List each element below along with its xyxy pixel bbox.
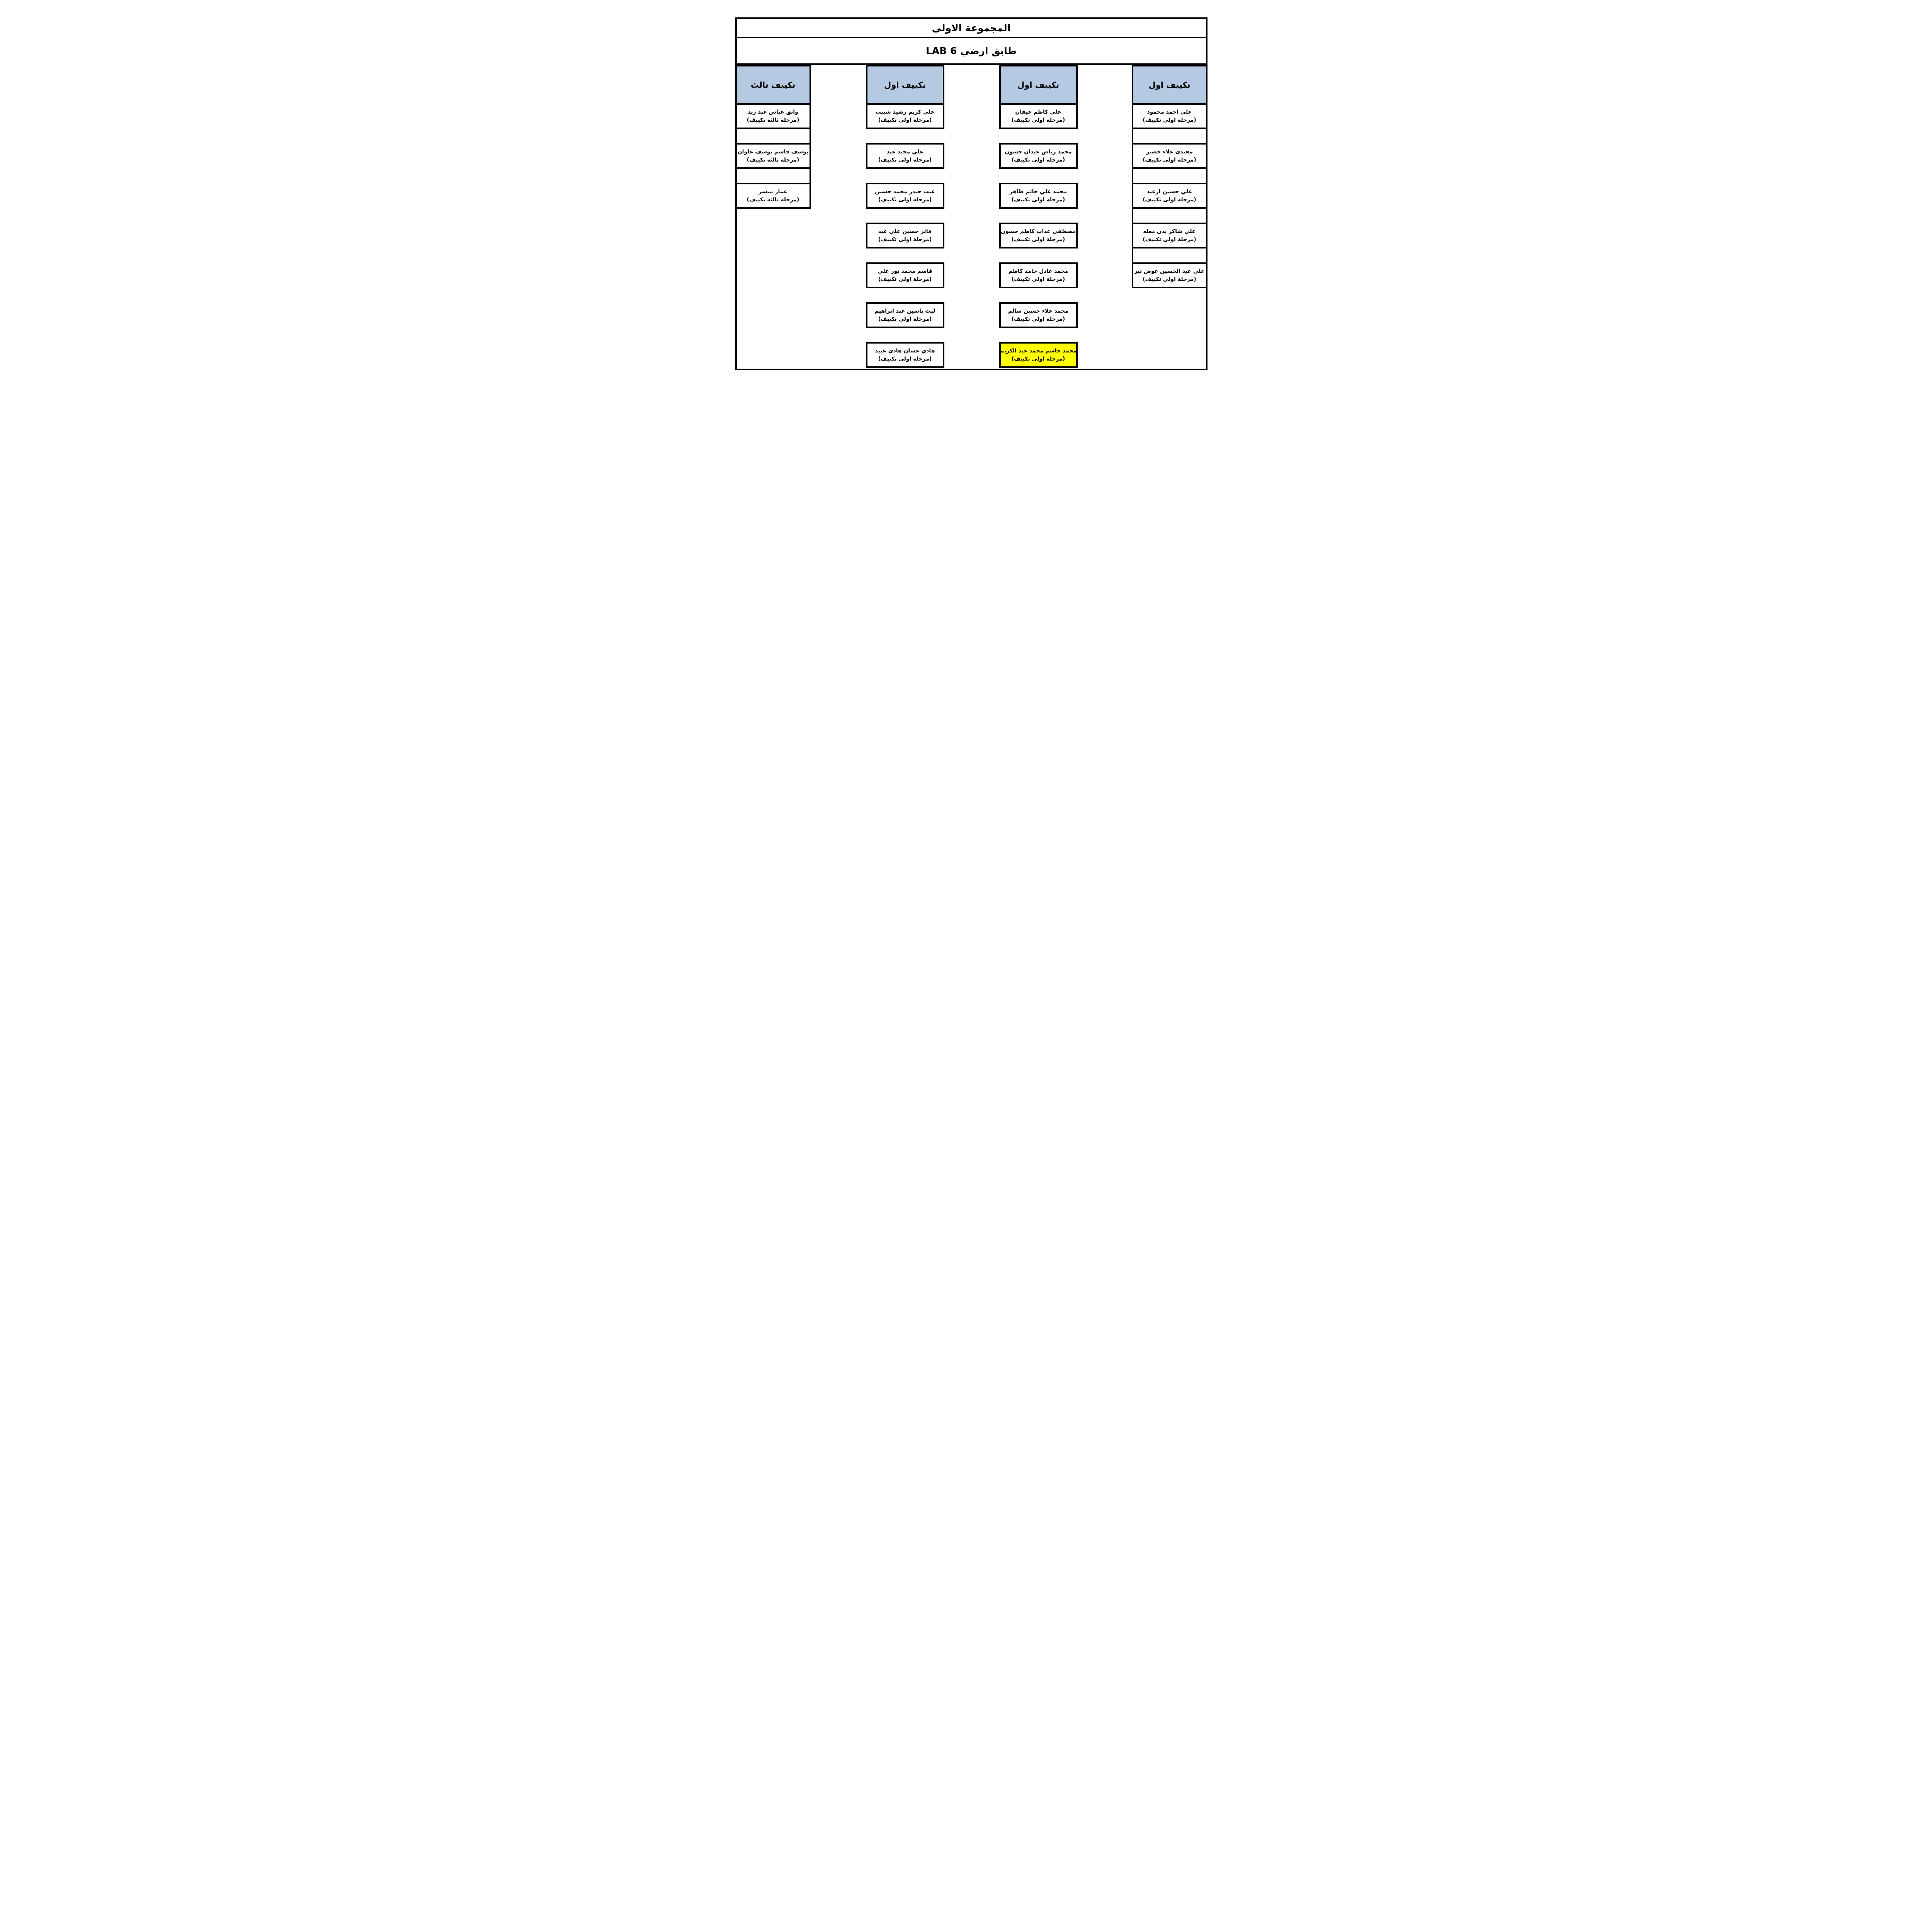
student-name: ليث ياسين عبد ابراهيم (874, 308, 935, 315)
student-name: علي كريم رشيد شبيب (875, 109, 935, 116)
student-stage: (مرحلة اولى تكييف) (1011, 356, 1065, 362)
student-cell: محمد علاء حسين سالم (مرحلة اولى تكييف) (999, 302, 1078, 328)
group-title: المجموعة الاولى (932, 22, 1011, 34)
student-name: هادي غسان هادي عبيد (875, 348, 935, 354)
column-header: تكييف اول (999, 65, 1078, 105)
student-name: محمد عادل حامد كاظم (1008, 268, 1068, 275)
column-strip-ac-third: تكييف ثالث واثق عباس عبد زيد (مرحلة ثالث… (735, 65, 811, 209)
location-title: طابق ارضي LAB 6 (925, 45, 1017, 56)
student-cell: علي شاكر بدن معله (مرحلة اولى تكييف) (1133, 224, 1206, 248)
student-stage: (مرحلة اولى تكييف) (878, 157, 932, 163)
column-header-label: تكييف اول (884, 80, 926, 90)
page-frame: المجموعة الاولى طابق ارضي LAB 6 تكييف ثا… (735, 17, 1208, 370)
student-stage: (مرحلة اولى تكييف) (1011, 117, 1065, 123)
empty-cell (1133, 129, 1206, 145)
student-stage: (مرحلة اولى تكييف) (1143, 276, 1196, 282)
student-cell: ليث ياسين عبد ابراهيم (مرحلة اولى تكييف) (866, 302, 944, 328)
student-cell: علي كاظم عيفان (مرحلة اولى تكييف) (999, 103, 1078, 129)
column-header: تكييف اول (866, 65, 944, 105)
column-header: تكييف ثالث (736, 66, 810, 105)
student-name: محمد رياض عيدان حسون (1005, 149, 1072, 155)
student-stage: (مرحلة اولى تكييف) (878, 316, 932, 322)
student-stage: (مرحلة اولى تكييف) (878, 196, 932, 203)
student-name: علي احمد محمود (1147, 109, 1192, 116)
column-strip-ac-first: تكييف اول علي احمد محمود (مرحلة اولى تكي… (1131, 65, 1208, 288)
student-stage: (مرحلة اولى تكييف) (1143, 236, 1196, 243)
student-name: عمار ميسر (759, 189, 787, 195)
student-stage: (مرحلة اولى تكييف) (878, 356, 932, 362)
student-name: مصطفى عذاب كاظم حسون (1000, 228, 1076, 235)
empty-cell (1133, 169, 1206, 184)
student-stage: (مرحلة اولى تكييف) (1011, 196, 1065, 203)
student-cell: علي كريم رشيد شبيب (مرحلة اولى تكييف) (866, 103, 944, 129)
student-cell: فائز حسين علي عبد (مرحلة اولى تكييف) (866, 223, 944, 248)
student-stage: (مرحلة اولى تكييف) (1011, 157, 1065, 163)
student-stage: (مرحلة اولى تكييف) (1143, 196, 1196, 203)
student-cell: محمد عادل حامد كاظم (مرحلة اولى تكييف) (999, 262, 1078, 288)
student-cell: غيث حيدر محمد حسين (مرحلة اولى تكييف) (866, 183, 944, 209)
student-name: مقتدى علاء خضير (1146, 149, 1193, 155)
student-stage: (مرحلة ثالثة تكييف) (747, 117, 799, 123)
student-name: علي عبد الحسين عوض تير (1134, 268, 1205, 275)
student-cell: علي مجيد عبد (مرحلة اولى تكييف) (866, 143, 944, 169)
group-title-row: المجموعة الاولى (736, 19, 1206, 38)
student-cell: يوسف قاسم يوسف علوان (مرحلة ثالثة تكييف) (736, 145, 810, 169)
empty-cell (736, 169, 810, 184)
empty-cell (1133, 248, 1206, 264)
student-cell: عمار ميسر (مرحلة ثالثة تكييف) (736, 184, 810, 207)
student-name: فائز حسين علي عبد (878, 228, 932, 235)
student-name: قاسم محمد نور علي (878, 268, 932, 275)
location-title-row: طابق ارضي LAB 6 (736, 38, 1206, 65)
empty-cell (1133, 209, 1206, 224)
student-cell: محمد رياض عيدان حسون (مرحلة اولى تكييف) (999, 143, 1078, 169)
student-stage: (مرحلة ثالثة تكييف) (747, 196, 799, 203)
column-header-label: تكييف ثالث (750, 80, 796, 90)
student-stage: (مرحلة اولى تكييف) (1011, 316, 1065, 322)
student-stage: (مرحلة ثالثة تكييف) (747, 157, 799, 163)
student-cell: علي عبد الحسين عوض تير (مرحلة اولى تكييف… (1133, 264, 1206, 287)
student-name: محمد جاسم محمد عبد الكريم (1000, 348, 1077, 354)
student-stage: (مرحلة اولى تكييف) (1011, 236, 1065, 243)
highlighted-student-cell: محمد جاسم محمد عبد الكريم (مرحلة اولى تك… (999, 342, 1078, 368)
column-header: تكييف اول (1133, 66, 1206, 105)
student-cell: هادي غسان هادي عبيد (مرحلة اولى تكييف) (866, 342, 944, 368)
student-name: محمد علي حاتم طاهر (1009, 189, 1067, 195)
student-name: غيث حيدر محمد حسين (875, 189, 935, 195)
student-cell: واثق عباس عبد زيد (مرحلة ثالثة تكييف) (736, 105, 810, 129)
column-header-label: تكييف اول (1017, 80, 1060, 90)
student-name: علي حسين ارعيد (1146, 189, 1192, 195)
student-name: علي كاظم عيفان (1015, 109, 1061, 116)
document-canvas: المجموعة الاولى طابق ارضي LAB 6 تكييف ثا… (695, 0, 1237, 383)
student-stage: (مرحلة اولى تكييف) (1143, 117, 1196, 123)
student-stage: (مرحلة اولى تكييف) (1143, 157, 1196, 163)
student-cell: علي احمد محمود (مرحلة اولى تكييف) (1133, 105, 1206, 129)
student-name: علي شاكر بدن معله (1143, 228, 1196, 235)
student-cell: علي حسين ارعيد (مرحلة اولى تكييف) (1133, 184, 1206, 209)
student-stage: (مرحلة اولى تكييف) (878, 236, 932, 243)
student-cell: مقتدى علاء خضير (مرحلة اولى تكييف) (1133, 145, 1206, 169)
empty-cell (736, 129, 810, 145)
column-header-label: تكييف اول (1148, 80, 1190, 90)
student-name: يوسف قاسم يوسف علوان (737, 149, 809, 155)
student-cell: قاسم محمد نور علي (مرحلة اولى تكييف) (866, 262, 944, 288)
student-name: محمد علاء حسين سالم (1008, 308, 1069, 315)
student-stage: (مرحلة اولى تكييف) (1011, 276, 1065, 282)
student-name: علي مجيد عبد (886, 149, 923, 155)
student-stage: (مرحلة اولى تكييف) (878, 117, 932, 123)
student-cell: مصطفى عذاب كاظم حسون (مرحلة اولى تكييف) (999, 223, 1078, 248)
student-cell: محمد علي حاتم طاهر (مرحلة اولى تكييف) (999, 183, 1078, 209)
student-stage: (مرحلة اولى تكييف) (878, 276, 932, 282)
student-name: واثق عباس عبد زيد (748, 109, 798, 116)
